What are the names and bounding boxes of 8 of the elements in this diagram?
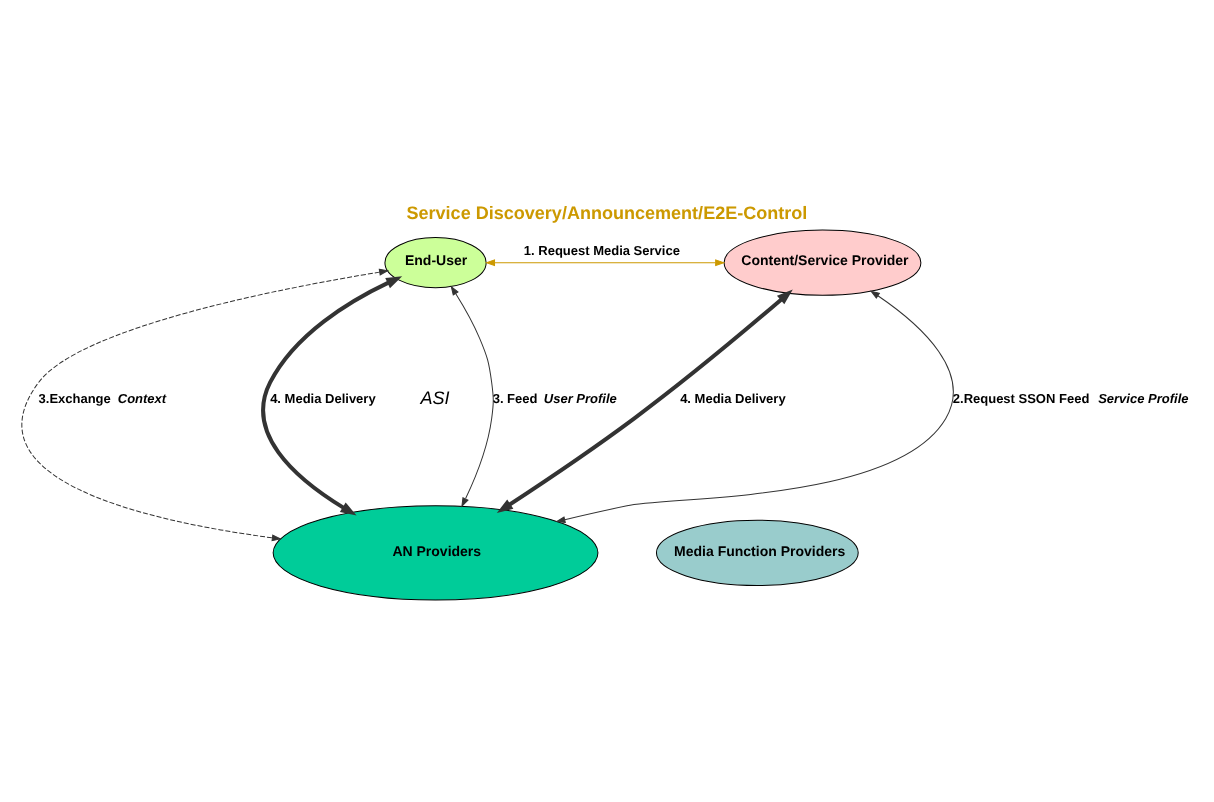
arrow: [556, 290, 954, 523]
arrow: [261, 276, 403, 516]
arrow: [450, 286, 494, 507]
diagram-title: Service Discovery/Announcement/E2E-Control: [406, 203, 808, 224]
label: ASI: [420, 387, 450, 408]
arrow: [486, 259, 725, 266]
arrow: [21, 268, 389, 542]
arrow: [496, 289, 793, 513]
